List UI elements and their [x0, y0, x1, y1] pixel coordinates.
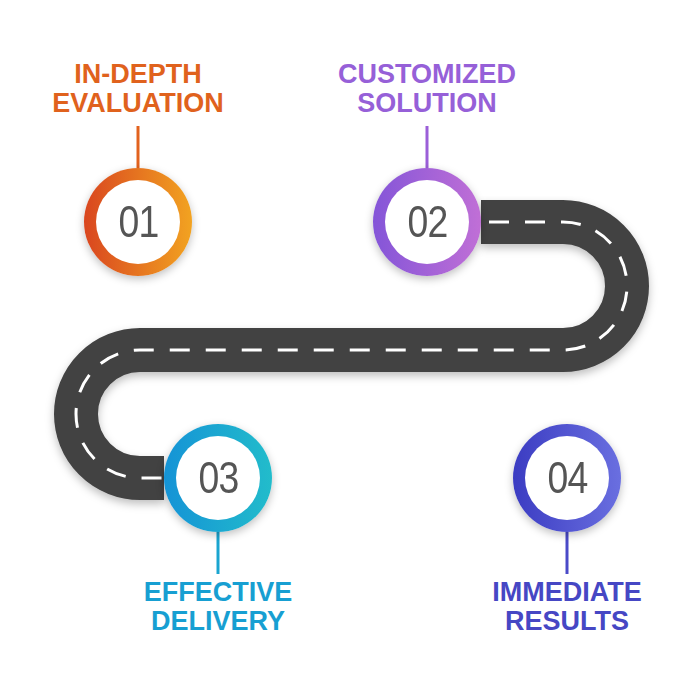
- circle-face: 01: [96, 180, 180, 264]
- road-dashes: [192, 221, 373, 224]
- step-heading: EFFECTIVE DELIVERY: [144, 578, 293, 636]
- step-heading: CUSTOMIZED SOLUTION: [338, 60, 516, 118]
- road-dashes: [272, 477, 513, 480]
- leader-stem: [137, 126, 140, 168]
- step-heading: IN-DEPTH EVALUATION: [52, 60, 224, 118]
- leader-stem: [566, 532, 569, 574]
- step-number: 04: [547, 453, 587, 503]
- leader-stem: [217, 532, 220, 574]
- step-number: 01: [118, 197, 158, 247]
- leader-stem: [426, 126, 429, 168]
- road-surface: [192, 200, 373, 244]
- road-connector: [272, 478, 513, 479]
- step-circle: 01IN-DEPTH EVALUATION: [84, 168, 192, 276]
- road-connector: [192, 222, 373, 223]
- step-circle: 02CUSTOMIZED SOLUTION: [373, 168, 481, 276]
- step-circle: 03EFFECTIVE DELIVERY: [164, 424, 272, 532]
- circle-face: 04: [525, 436, 609, 520]
- circle-face: 03: [176, 436, 260, 520]
- step-circle: 04IMMEDIATE RESULTS: [513, 424, 621, 532]
- step-number: 03: [198, 453, 238, 503]
- circle-face: 02: [385, 180, 469, 264]
- step-number: 02: [407, 197, 447, 247]
- road-surface: [272, 456, 513, 500]
- step-heading: IMMEDIATE RESULTS: [492, 578, 642, 636]
